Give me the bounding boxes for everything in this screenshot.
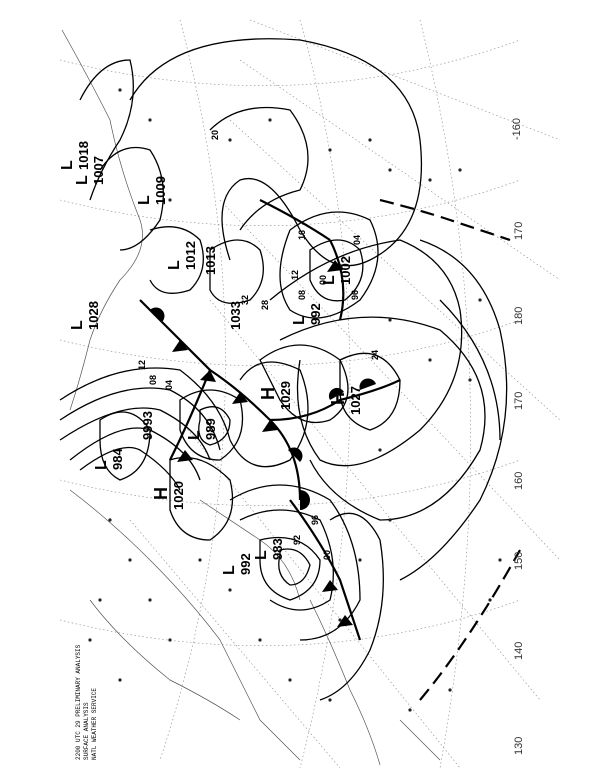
isobar-label: 00 — [322, 550, 332, 560]
lon-label: 170 — [513, 222, 525, 240]
station-markers — [88, 88, 502, 712]
isobar-label: 04 — [352, 235, 362, 245]
center-symbol: H — [328, 392, 348, 405]
lon-label: -160 — [511, 118, 523, 140]
lon-label: 160 — [513, 472, 525, 490]
center-symbol: L — [59, 160, 76, 170]
center-value: 1018 — [76, 141, 91, 170]
center-value: 992 — [238, 553, 253, 575]
isobar-label: 24 — [370, 350, 380, 360]
center-value: 1028 — [86, 301, 101, 330]
center-value: 1020 — [171, 481, 186, 510]
lon-label: 180 — [513, 307, 525, 325]
caption-line: SURFACE ANALYSIS — [83, 702, 90, 760]
center-symbol: H — [151, 487, 171, 500]
center-symbol: L — [253, 550, 270, 560]
fronts — [139, 198, 521, 701]
isobar-label: 28 — [260, 300, 270, 310]
center-value: 1013 — [203, 246, 218, 275]
center-value: 1002 — [338, 256, 353, 285]
isobar-label: 08 — [148, 375, 158, 385]
isobar-label: 20 — [210, 130, 220, 140]
lon-label: 140 — [513, 642, 525, 660]
center-value: 1029 — [278, 381, 293, 410]
isobar-label: 16 — [297, 230, 307, 240]
center-value: 1027 — [348, 386, 363, 415]
caption-line: NATL WEATHER SERVICE — [91, 688, 98, 760]
isobar-label: 12 — [137, 360, 147, 370]
center-symbol: L — [69, 320, 86, 330]
lat-lon-grid — [59, 19, 561, 768]
isobar-labels: 20 16 12 08 04 00 96 28 24 32 12 08 04 0… — [137, 130, 380, 560]
center-value: 983 — [270, 538, 285, 560]
map-caption: 2200 UTC 29 PRELIMINARY ANALYSIS SURFACE… — [75, 644, 98, 760]
isobar-label: 04 — [164, 380, 174, 390]
isobars — [59, 38, 508, 701]
isobar-label: 96 — [310, 515, 320, 525]
center-value: 1012 — [183, 241, 198, 270]
center-symbol: L — [186, 430, 203, 440]
center-symbol: L — [166, 260, 183, 270]
isobar-label: 32 — [240, 295, 250, 305]
coastlines — [61, 29, 441, 766]
center-value: 1009 — [153, 176, 168, 205]
center-symbol: L — [221, 565, 238, 575]
isobar-label: 08 — [297, 290, 307, 300]
center-symbol: L — [93, 460, 110, 470]
center-value: 989 — [203, 418, 218, 440]
longitude-labels: -160 170 180 170 160 150 140 130 — [511, 118, 525, 755]
lon-label: 130 — [513, 737, 525, 755]
lon-label: 170 — [513, 392, 525, 410]
center-symbol: L — [136, 195, 153, 205]
lon-label: 150 — [513, 552, 525, 570]
center-value: 1007 — [91, 156, 106, 185]
isobar-label: 96 — [350, 290, 360, 300]
caption-line: 2200 UTC 29 PRELIMINARY ANALYSIS — [75, 644, 82, 760]
isobar-label: 12 — [290, 270, 300, 280]
center-symbol: H — [258, 387, 278, 400]
center-symbol: L — [321, 275, 338, 285]
center-symbol: L — [291, 315, 308, 325]
center-value: 984 — [110, 448, 125, 470]
center-value: 992 — [308, 303, 323, 325]
isobar-label: 00 — [318, 275, 328, 285]
center-value: 9993 — [140, 411, 155, 440]
center-value: 1033 — [228, 301, 243, 330]
isobar-label: 92 — [292, 535, 302, 545]
center-symbol: L — [74, 175, 91, 185]
